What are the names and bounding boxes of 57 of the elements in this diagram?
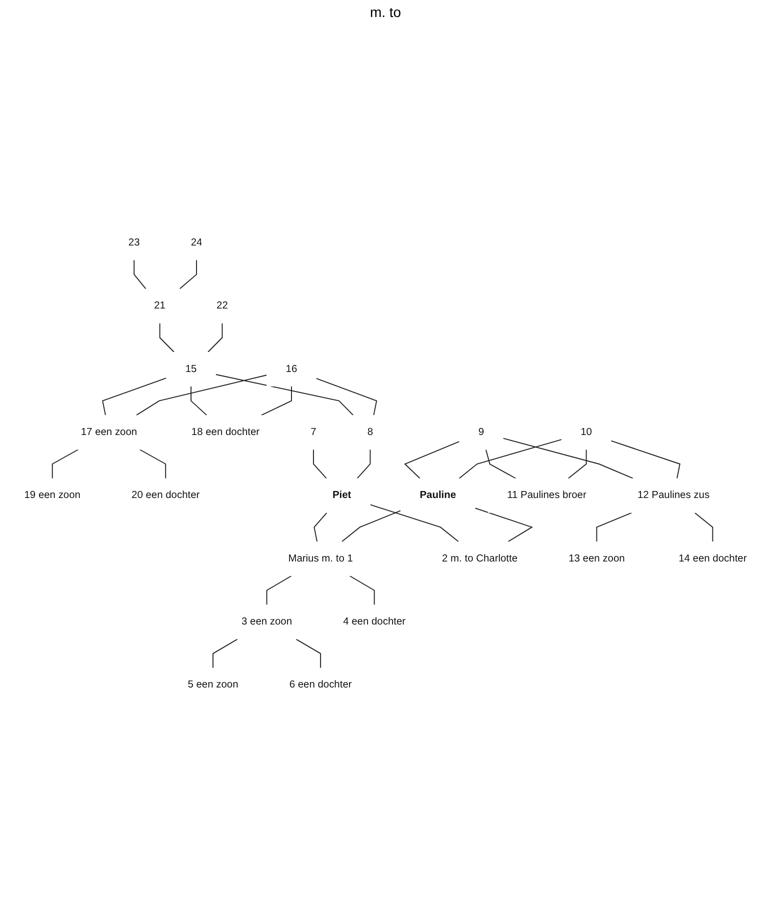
connector	[694, 512, 714, 542]
connector	[208, 322, 223, 352]
node-text: 18 een dochter	[191, 426, 260, 438]
connector	[261, 386, 292, 416]
connector	[314, 512, 328, 542]
node-text: 12 Paulines zus	[637, 490, 710, 501]
connector	[349, 576, 375, 606]
connector	[316, 378, 378, 416]
node-text: Pauline	[420, 490, 456, 501]
connector	[568, 449, 587, 479]
node-text: 23	[128, 237, 140, 248]
connector	[296, 638, 322, 668]
connector	[502, 438, 634, 479]
node-text: 14 een dochter	[678, 553, 747, 564]
connector	[474, 508, 533, 542]
node-text: 24	[190, 237, 202, 248]
connector	[215, 374, 354, 416]
connector	[342, 510, 402, 542]
node-text: 2 m. to Charlotte	[442, 553, 518, 564]
connector	[596, 512, 632, 542]
connector	[179, 260, 197, 290]
connector	[159, 322, 174, 352]
connector	[102, 378, 167, 416]
connector	[404, 441, 460, 479]
connector	[610, 440, 680, 479]
node-text: 21	[154, 300, 166, 312]
connector	[356, 449, 371, 479]
node-text: 4 een dochter	[343, 616, 406, 628]
node-text: 6 een dochter	[289, 679, 352, 690]
node-text: 3 een zoon	[241, 616, 292, 628]
connector	[370, 504, 459, 542]
connector	[52, 449, 79, 479]
node-text: 11 Paulines broer	[507, 490, 586, 501]
node-text: 13 een zoon	[568, 553, 625, 564]
note-text: m. to	[370, 4, 402, 20]
connector	[136, 374, 268, 416]
node-text: 16	[286, 363, 298, 374]
node-text: 8	[367, 426, 374, 438]
connector	[139, 449, 166, 479]
node-text: 17 een zoon	[80, 426, 138, 438]
connector	[458, 439, 562, 479]
node-text: Marius m. to 1	[288, 553, 353, 564]
node-text: 5 een zoon	[188, 679, 238, 690]
connector	[212, 638, 238, 668]
node-text: 15	[185, 363, 197, 374]
node-text: 22	[216, 300, 228, 312]
node-text: Piet	[332, 490, 352, 501]
node-text: 9	[478, 426, 484, 438]
connector	[190, 386, 208, 416]
node-text: 19 een zoon	[24, 490, 80, 501]
connector	[312, 449, 327, 479]
node-text: 20 een dochter	[132, 490, 200, 501]
connector	[134, 260, 146, 290]
node-text: 7	[310, 426, 316, 438]
connector	[266, 576, 292, 606]
connector	[485, 449, 516, 479]
node-text: 10	[580, 426, 592, 438]
